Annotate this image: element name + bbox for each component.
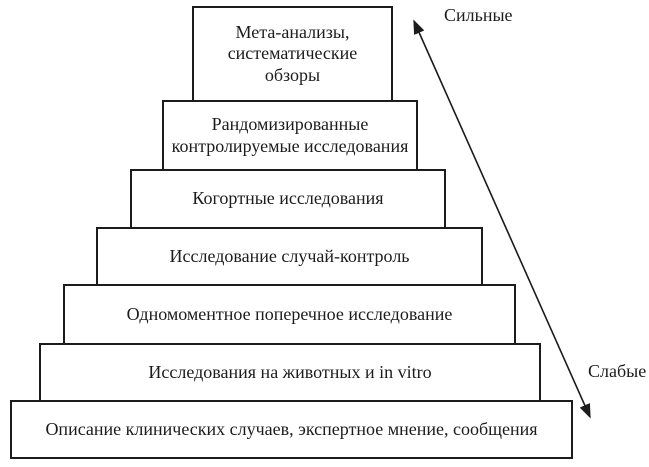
pyramid-level-label: Исследования на животных и in vitro [148, 361, 432, 382]
weak-evidence-label: Слабые [588, 361, 647, 381]
pyramid-level-label: Рандомизированные контролируемые исследо… [171, 113, 409, 156]
pyramid-level-label: Когортные исследования [192, 188, 384, 209]
pyramid-level-case-reports: Описание клинических случаев, экспертное… [10, 400, 573, 459]
pyramid-level-rct: Рандомизированные контролируемые исследо… [162, 100, 418, 171]
pyramid-level-cross-sectional: Одномоментное поперечное исследование [63, 284, 516, 345]
pyramid-level-animal-in-vitro: Исследования на животных и in vitro [39, 343, 541, 402]
pyramid-level-label: Мета-анализы, систематические обзоры [227, 21, 358, 85]
pyramid-level-case-control: Исследование случай-контроль [96, 227, 483, 286]
pyramid-level-label: Исследование случай-контроль [169, 245, 410, 266]
pyramid-level-cohort: Когортные исследования [130, 169, 446, 229]
pyramid-level-meta-analyses: Мета-анализы, систематические обзоры [192, 6, 393, 102]
pyramid-level-label: Одномоментное поперечное исследование [126, 303, 453, 324]
strong-evidence-label: Сильные [444, 5, 513, 25]
pyramid-level-label: Описание клинических случаев, экспертное… [45, 418, 538, 439]
